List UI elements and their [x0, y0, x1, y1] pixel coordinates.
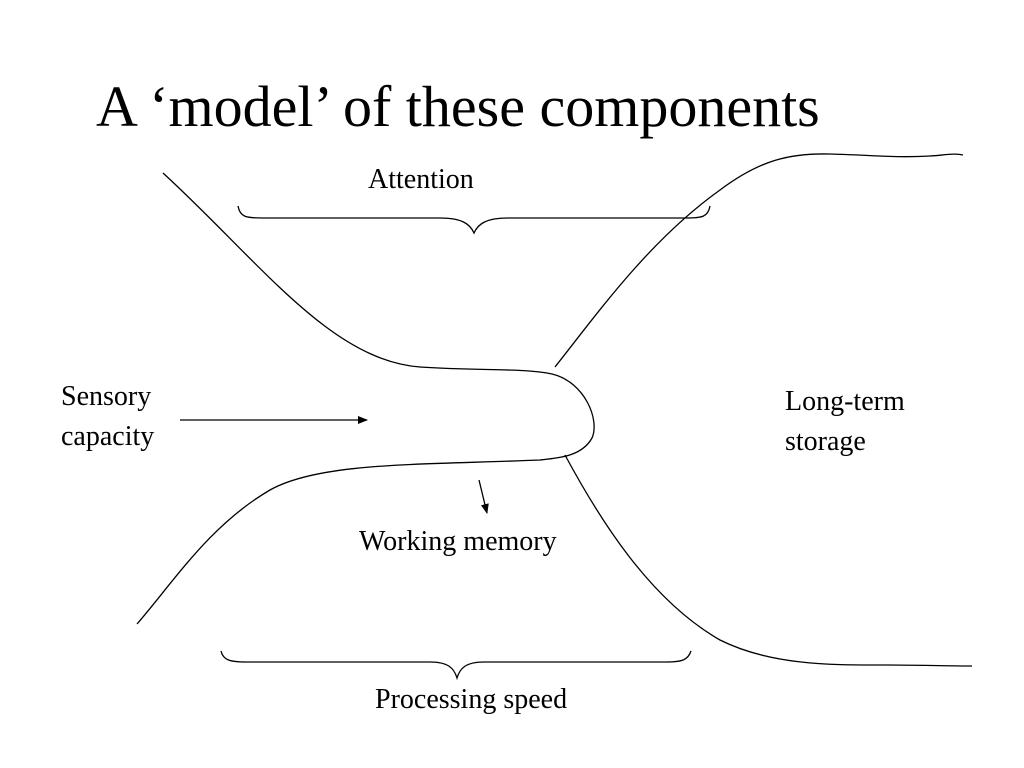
slide-title: A ‘model’ of these components — [96, 74, 820, 139]
long-term-label-line2: storage — [785, 426, 866, 457]
sensory-label-line2: capacity — [61, 421, 155, 452]
storage-upper-curve — [554, 153, 964, 368]
long-term-label-line1: Long-term — [785, 386, 905, 417]
working-memory-arrow — [478, 479, 489, 514]
working-memory-label: Working memory — [359, 526, 557, 557]
attention-label: Attention — [368, 164, 474, 195]
attention-brace — [237, 205, 711, 235]
processing-speed-label: Processing speed — [375, 684, 568, 715]
storage-lower-curve — [564, 454, 973, 667]
funnel-outline — [136, 172, 595, 625]
sensory-label-line1: Sensory — [61, 381, 152, 412]
processing-speed-brace — [220, 650, 692, 681]
